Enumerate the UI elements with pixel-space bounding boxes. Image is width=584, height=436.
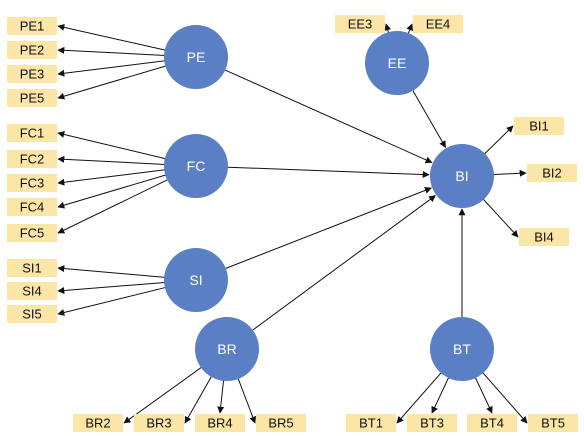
construct-node-ee [365, 31, 429, 95]
construct-label-ee: EE [388, 55, 407, 71]
indicator-box-fc4 [7, 198, 57, 216]
path-arrow-pe-to-bi [225, 69, 433, 164]
indicator-box-br4 [195, 414, 245, 432]
construct-label-fc: FC [187, 158, 206, 174]
loading-arrow-bi1 [481, 125, 514, 157]
indicator-label-bt5: BT5 [541, 416, 565, 431]
loading-arrow-bt5 [480, 369, 528, 424]
loading-arrow-fc1 [57, 131, 169, 160]
loading-arrow-pe5 [57, 64, 170, 100]
indicator-label-ee4: EE4 [426, 17, 451, 32]
indicator-box-bt1 [346, 414, 396, 432]
path-arrow-fc-to-bi [227, 166, 430, 179]
construct-node-bi [430, 144, 494, 208]
loading-arrow-si1 [57, 265, 169, 279]
indicator-label-fc5: FC5 [20, 226, 45, 241]
indicator-box-fc5 [7, 224, 57, 242]
indicator-label-bt1: BT1 [359, 416, 383, 431]
loading-arrow-fc4 [57, 173, 170, 209]
indicator-box-bt5 [528, 414, 578, 432]
indicator-label-bi2: BI2 [542, 166, 562, 181]
indicator-label-bt4: BT4 [480, 416, 504, 431]
indicator-box-si1 [7, 259, 57, 277]
construct-label-bt: BT [453, 341, 471, 357]
path-arrow-si-to-bi [225, 187, 432, 269]
indicator-box-br2 [73, 414, 123, 432]
loading-arrow-bt1 [396, 369, 444, 424]
indicator-box-bt3 [407, 414, 457, 432]
indicator-box-bi4 [519, 228, 569, 246]
indicator-label-fc3: FC3 [20, 176, 45, 191]
construct-label-pe: PE [187, 49, 206, 65]
loading-arrow-bi4 [480, 196, 519, 238]
loading-arrow-pe2 [57, 46, 169, 57]
indicator-box-bt4 [467, 414, 517, 432]
loading-arrow-fc2 [57, 155, 169, 166]
loading-arrow-pe1 [57, 23, 169, 52]
construct-label-br: BR [217, 341, 236, 357]
indicator-box-br3 [134, 414, 184, 432]
constructs-layer: PE FC SI BR EE BI BT [164, 25, 494, 381]
indicator-box-si5 [7, 305, 57, 323]
construct-label-si: SI [189, 272, 202, 288]
construct-node-si [164, 248, 228, 312]
path-arrow-br-to-bi [252, 195, 436, 331]
loading-arrow-bt4 [473, 374, 493, 414]
indicator-label-bi1: BI1 [529, 119, 549, 134]
indicator-label-br2: BR2 [85, 416, 110, 431]
indicator-label-br3: BR3 [146, 416, 171, 431]
indicator-label-pe5: PE5 [20, 91, 45, 106]
loading-arrow-br5 [236, 375, 257, 424]
indicator-label-pe1: PE1 [20, 19, 45, 34]
indicator-label-fc2: FC2 [20, 152, 45, 167]
indicator-label-bt3: BT3 [420, 416, 444, 431]
indicator-label-br5: BR5 [268, 416, 293, 431]
path-arrow-ee-to-bi [412, 90, 446, 149]
construct-node-bt [430, 317, 494, 381]
indicator-label-si4: SI4 [22, 284, 42, 299]
indicator-box-pe5 [7, 89, 57, 107]
loading-arrow-fc5 [57, 177, 172, 234]
loading-arrow-si4 [57, 281, 169, 294]
indicator-label-si1: SI1 [22, 261, 42, 276]
indicator-box-fc1 [7, 124, 57, 142]
construct-node-fc [164, 134, 228, 198]
loading-arrow-bi2 [489, 169, 527, 177]
construct-label-bi: BI [455, 168, 468, 184]
loading-arrow-bt3 [431, 374, 451, 414]
indicator-label-si5: SI5 [22, 307, 42, 322]
edges-layer [57, 23, 528, 424]
indicator-label-ee3: EE3 [348, 17, 373, 32]
construct-node-pe [164, 25, 228, 89]
construct-node-br [195, 317, 259, 381]
indicator-box-pe1 [7, 17, 57, 35]
loading-arrow-si5 [57, 286, 169, 316]
indicator-label-fc4: FC4 [20, 200, 45, 215]
loading-arrow-br2 [123, 364, 205, 424]
indicator-box-pe3 [7, 65, 57, 83]
indicator-box-ee4 [413, 15, 463, 33]
indicator-label-bi4: BI4 [534, 230, 554, 245]
loading-arrow-br3 [184, 373, 214, 424]
indicator-label-br4: BR4 [207, 416, 232, 431]
indicator-box-pe2 [7, 41, 57, 59]
indicator-label-pe3: PE3 [20, 67, 45, 82]
indicator-box-bi1 [514, 117, 564, 135]
loading-arrow-fc3 [57, 168, 169, 186]
indicator-box-fc3 [7, 174, 57, 192]
indicator-box-br5 [256, 414, 306, 432]
indicator-label-pe2: PE2 [20, 43, 45, 58]
loading-arrow-br4 [217, 376, 225, 414]
indicator-label-fc1: FC1 [20, 126, 45, 141]
indicator-box-bi2 [527, 164, 577, 182]
indicator-box-si4 [7, 282, 57, 300]
loading-arrow-pe3 [57, 59, 169, 77]
indicator-box-fc2 [7, 150, 57, 168]
indicator-box-ee3 [335, 15, 385, 33]
